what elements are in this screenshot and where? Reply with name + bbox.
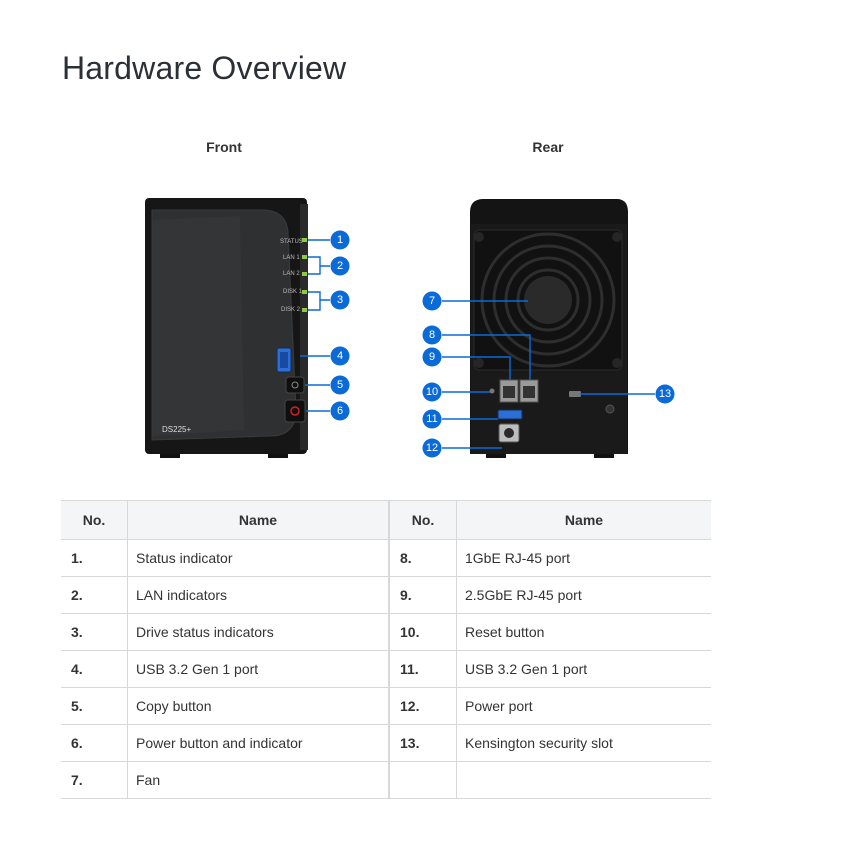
rear-view-label: Rear: [532, 139, 564, 155]
rear-callout-leaders: [442, 300, 655, 449]
row-name-2: Kensington security slot: [456, 724, 711, 762]
rear-usb-port: [497, 409, 523, 420]
table-row: 7. Fan: [61, 761, 711, 799]
table-row: 1. Status indicator 8. 1GbE RJ-45 port: [61, 539, 711, 577]
row-name-2: Power port: [456, 687, 711, 725]
row-number-2: 8.: [389, 539, 457, 577]
rear-device-image: [470, 199, 628, 458]
hardware-figure: STATUS LAN 1 LAN 2 DISK 1 DISK 2 DS225+: [145, 198, 675, 458]
row-number-2: 12.: [389, 687, 457, 725]
led-indicators: [302, 238, 307, 312]
row-number-2: [389, 761, 457, 799]
front-callout-leaders: [300, 239, 330, 412]
copy-button: [285, 376, 305, 394]
row-number: 7.: [61, 761, 128, 799]
table-row: 4. USB 3.2 Gen 1 port 11. USB 3.2 Gen 1 …: [61, 650, 711, 688]
callout-11: 11: [422, 409, 442, 429]
row-name: Status indicator: [127, 539, 390, 577]
table-row: 3. Drive status indicators 10. Reset but…: [61, 613, 711, 651]
row-number-2: 11.: [389, 650, 457, 688]
callout-3: 3: [330, 290, 350, 310]
row-name-2: [456, 761, 711, 799]
callout-4: 4: [330, 346, 350, 366]
svg-text:11: 11: [426, 413, 437, 425]
svg-text:LAN 2: LAN 2: [283, 271, 300, 277]
row-name: LAN indicators: [127, 576, 390, 614]
row-name: Power button and indicator: [127, 724, 390, 762]
table-header-row: No. Name No. Name: [61, 500, 711, 540]
page-title: Hardware Overview: [62, 50, 347, 86]
row-name-2: Reset button: [456, 613, 711, 651]
table-row: 2. LAN indicators 9. 2.5GbE RJ-45 port: [61, 576, 711, 614]
callout-1: 1: [330, 230, 350, 250]
row-name: Fan: [127, 761, 390, 799]
callout-7: 7: [422, 291, 442, 311]
front-view-label: Front: [206, 139, 242, 155]
column-header-name: Name: [127, 500, 390, 540]
svg-text:DISK 1: DISK 1: [283, 289, 303, 295]
svg-text:3: 3: [337, 294, 343, 306]
row-name-2: 2.5GbE RJ-45 port: [456, 576, 711, 614]
svg-text:4: 4: [337, 350, 343, 362]
svg-text:9: 9: [429, 351, 435, 363]
row-number: 5.: [61, 687, 128, 725]
svg-text:LAN 1: LAN 1: [283, 255, 300, 261]
row-number: 4.: [61, 650, 128, 688]
row-name: Drive status indicators: [127, 613, 390, 651]
reset-button: [489, 388, 495, 394]
fan-hub: [524, 276, 572, 324]
row-name-2: USB 3.2 Gen 1 port: [456, 650, 711, 688]
row-number: 1.: [61, 539, 128, 577]
power-button: [284, 399, 306, 423]
column-header-no-2: No.: [389, 500, 457, 540]
front-device-image: STATUS LAN 1 LAN 2 DISK 1 DISK 2 DS225+: [145, 198, 308, 458]
svg-text:2: 2: [337, 260, 343, 272]
row-name: Copy button: [127, 687, 390, 725]
callout-8: 8: [422, 325, 442, 345]
row-number: 3.: [61, 613, 128, 651]
hardware-spec-table: No. Name No. Name 1. Status indicator 8.…: [61, 500, 711, 799]
callout-10: 10: [422, 382, 442, 402]
callout-2: 2: [330, 256, 350, 276]
svg-text:5: 5: [337, 379, 343, 391]
row-number-2: 9.: [389, 576, 457, 614]
column-header-name-2: Name: [456, 500, 711, 540]
svg-text:1: 1: [337, 234, 343, 246]
callout-9: 9: [422, 347, 442, 367]
callout-6: 6: [330, 401, 350, 421]
column-header-no: No.: [61, 500, 128, 540]
svg-text:13: 13: [659, 388, 671, 400]
table-row: 6. Power button and indicator 13. Kensin…: [61, 724, 711, 762]
svg-text:7: 7: [429, 295, 435, 307]
svg-text:STATUS: STATUS: [280, 239, 303, 245]
svg-text:8: 8: [429, 329, 435, 341]
callout-12: 12: [422, 438, 442, 458]
row-number: 6.: [61, 724, 128, 762]
svg-text:6: 6: [337, 405, 343, 417]
kensington-slot: [569, 391, 581, 397]
svg-text:12: 12: [426, 442, 438, 454]
row-name: USB 3.2 Gen 1 port: [127, 650, 390, 688]
row-number-2: 10.: [389, 613, 457, 651]
front-led-labels: STATUS LAN 1 LAN 2 DISK 1 DISK 2: [280, 239, 303, 313]
callout-13: 13: [655, 384, 675, 404]
table-row: 5. Copy button 12. Power port: [61, 687, 711, 725]
row-name-2: 1GbE RJ-45 port: [456, 539, 711, 577]
row-number-2: 13.: [389, 724, 457, 762]
model-label: DS225+: [162, 425, 191, 434]
row-number: 2.: [61, 576, 128, 614]
callout-5: 5: [330, 375, 350, 395]
svg-text:10: 10: [426, 386, 438, 398]
svg-text:DISK 2: DISK 2: [281, 307, 301, 313]
